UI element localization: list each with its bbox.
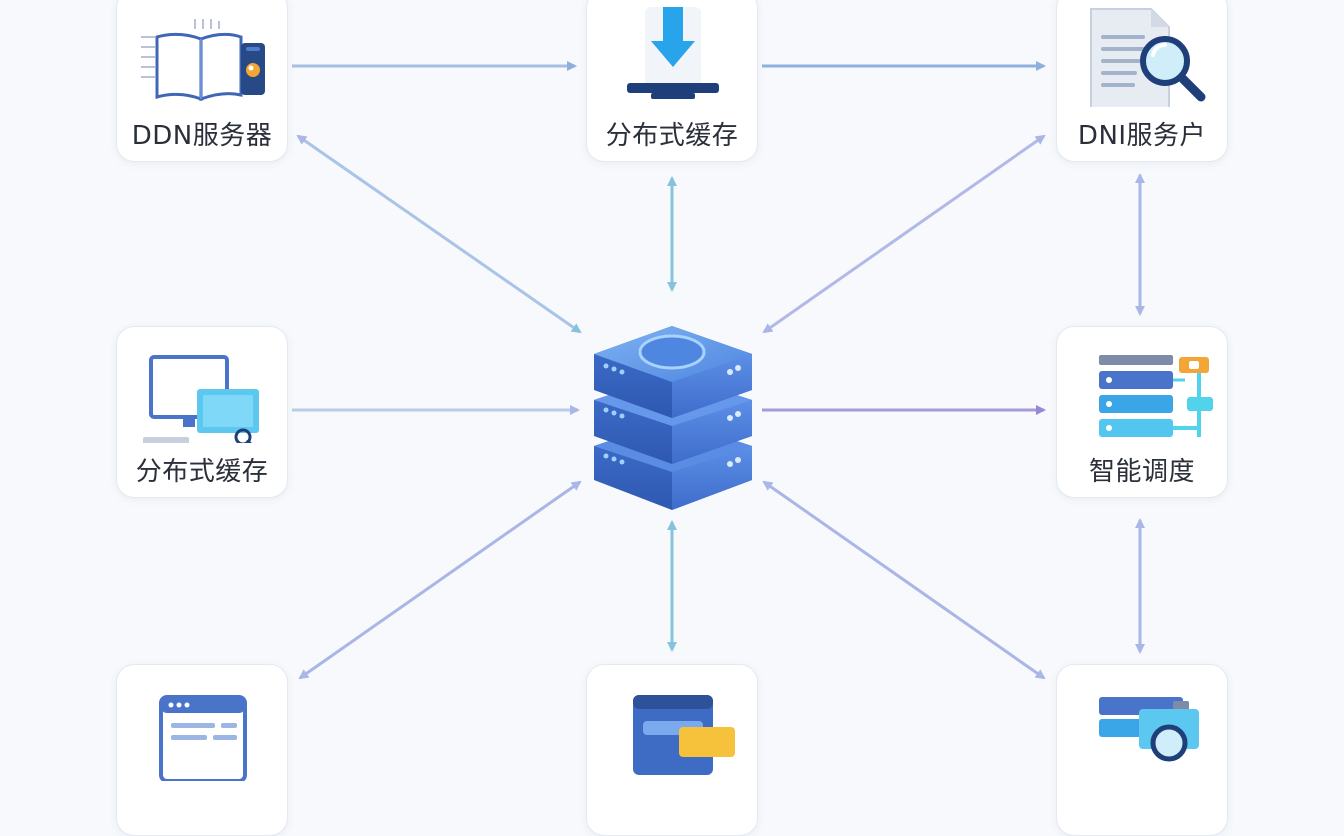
node-smart-scheduling[interactable]: 智能调度 (1056, 326, 1228, 498)
node-server-folder[interactable] (586, 664, 758, 836)
node-dni-service[interactable]: DNI服务户 (1056, 0, 1228, 162)
diagram-canvas: DDN服务器 分布式缓存 DNI服务户 (116, 0, 1228, 836)
node-label: 智能调度 (1088, 457, 1195, 487)
arrow-hub-botleft (298, 480, 582, 680)
document-magnifier-icon (1090, 8, 1206, 107)
node-label: 分布式缓存 (605, 121, 739, 151)
node-ddn-server[interactable]: DDN服务器 (116, 0, 288, 162)
database-server-stack-icon[interactable] (588, 296, 758, 516)
download-monitor-icon (627, 7, 719, 99)
node-browser[interactable] (116, 664, 288, 836)
arrow-hub-botright (762, 480, 1046, 680)
connections-layer (292, 61, 1145, 680)
server-search-icon (1099, 697, 1199, 762)
computer-network-search-icon (143, 355, 259, 443)
server-rack-branch-icon (1099, 355, 1213, 437)
hub-layer-top (594, 326, 752, 418)
node-label: DDN服务器 (131, 121, 273, 151)
arrow-topright-hub (762, 134, 1046, 334)
arrow-topleft-hub (296, 134, 582, 334)
browser-window-icon (159, 695, 247, 781)
node-distributed-cache-left[interactable]: 分布式缓存 (116, 326, 288, 498)
node-server-search[interactable] (1056, 664, 1228, 836)
node-label: 分布式缓存 (135, 457, 269, 487)
node-distributed-cache-top[interactable]: 分布式缓存 (586, 0, 758, 162)
node-label: DNI服务户 (1077, 121, 1207, 151)
book-id-card-icon (141, 19, 265, 102)
server-folder-icon (633, 695, 735, 775)
